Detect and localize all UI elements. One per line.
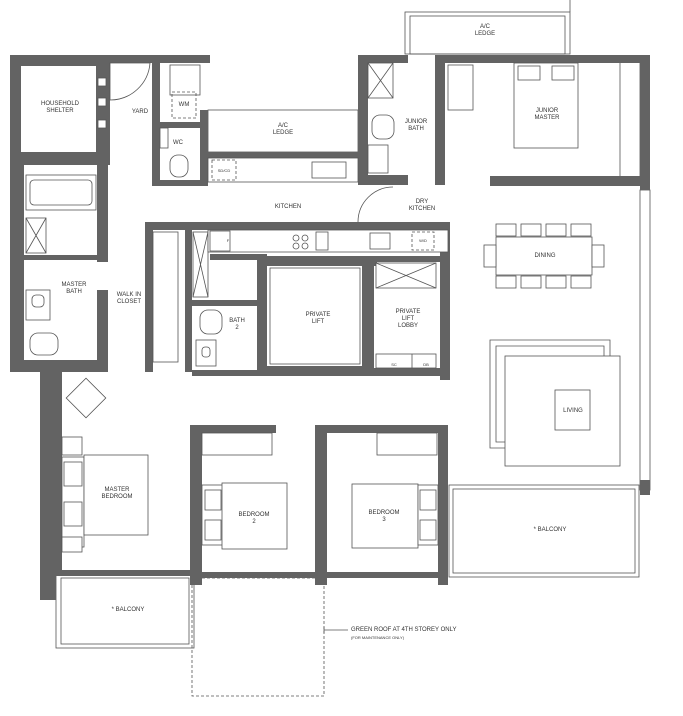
master-bedroom-line2: BEDROOM bbox=[101, 494, 133, 500]
green-roof-note: GREEN ROOF AT 4TH STOREY ONLY bbox=[351, 627, 457, 633]
wc-label: WC bbox=[173, 140, 183, 146]
ac-ledge-kitchen-line1: A/C bbox=[277, 123, 288, 129]
balcony-master-label: * BALCONY bbox=[111, 607, 145, 613]
maintenance-note: (FOR MAINTENANCE ONLY) bbox=[351, 635, 405, 640]
sdcd-label: SD/CD bbox=[217, 168, 231, 173]
private-lift-lobby-line3: LOBBY bbox=[397, 323, 418, 329]
junior-bath-line2: BATH bbox=[408, 126, 424, 132]
master-bedroom-line1: MASTER bbox=[104, 487, 130, 493]
wm-label: WM bbox=[178, 102, 190, 108]
fixtures bbox=[25, 62, 621, 553]
bath-2-line2: 2 bbox=[235, 325, 239, 331]
ac-ledge-top-inner bbox=[409, 15, 566, 55]
green-roof-area bbox=[191, 577, 325, 697]
walls bbox=[10, 55, 650, 600]
household-shelter-label-line2: SHELTER bbox=[46, 108, 74, 114]
balcony-living-label: * BALCONY bbox=[533, 527, 567, 533]
master-bath-line2: BATH bbox=[66, 289, 82, 295]
balcony-living-outline bbox=[448, 484, 640, 578]
junior-master-line1: JUNIOR bbox=[535, 108, 559, 114]
junior-bath-line1: JUNIOR bbox=[404, 119, 428, 125]
master-bath-line1: MASTER bbox=[61, 282, 87, 288]
bedroom-3-line1: BEDROOM bbox=[368, 510, 400, 516]
db-label: DB bbox=[423, 362, 429, 367]
private-lift-lobby-line2: LIFT bbox=[401, 316, 415, 322]
ac-ledge-top-line2: LEDGE bbox=[474, 31, 496, 37]
bedroom-2-line2: 2 bbox=[252, 519, 256, 525]
private-lift-lobby-line1: PRIVATE bbox=[395, 309, 421, 315]
junior-master-line2: MASTER bbox=[534, 115, 560, 121]
junior-master-window bbox=[619, 59, 641, 181]
sc-label: SC bbox=[391, 362, 397, 367]
living-label: LIVING bbox=[563, 408, 583, 414]
private-lift-line2: LIFT bbox=[311, 319, 325, 325]
walk-in-closet-line2: CLOSET bbox=[116, 299, 141, 305]
ac-ledge-top-line1: A/C bbox=[479, 24, 490, 30]
dry-kitchen-line1: DRY bbox=[415, 199, 429, 205]
walk-in-closet-line1: WALK IN bbox=[116, 292, 142, 298]
living-window bbox=[639, 189, 651, 491]
balcony-master-inner bbox=[60, 577, 190, 645]
household-shelter-label-line1: HOUSEHOLD bbox=[40, 101, 79, 107]
balcony-living-inner bbox=[452, 488, 636, 574]
fridge-label: F bbox=[226, 238, 230, 243]
dry-kitchen-line2: KITCHEN bbox=[408, 206, 436, 212]
bedroom-2-line1: BEDROOM bbox=[238, 512, 270, 518]
dining-label: DINING bbox=[534, 253, 556, 259]
private-lift-line1: PRIVATE bbox=[305, 312, 331, 318]
bath-2-line1: BATH bbox=[229, 318, 245, 324]
ac-ledge-kitchen-line2: LEDGE bbox=[272, 130, 294, 136]
yard-label: YARD bbox=[131, 109, 149, 115]
bedroom-3-line2: 3 bbox=[382, 517, 386, 523]
wd-label: W/D bbox=[419, 238, 427, 243]
kitchen-label: KITCHEN bbox=[274, 204, 302, 210]
